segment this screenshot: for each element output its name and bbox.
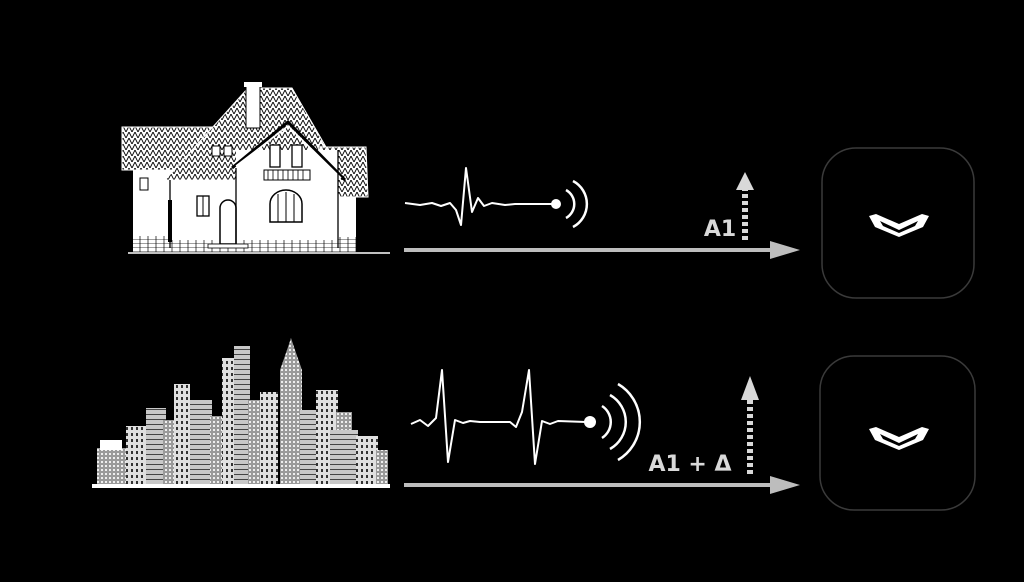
double-pulse-signal-icon <box>410 369 641 465</box>
amplitude-label-a1: A1 <box>704 217 736 242</box>
amplitude-label-a1-delta: A1 + Δ <box>648 452 731 477</box>
propagation-arrow-1 <box>404 241 800 259</box>
amplitude-arrow-a1-delta <box>741 376 759 474</box>
single-pulse-signal-icon <box>404 167 589 229</box>
house-icon <box>121 82 390 254</box>
hub-device-icon <box>819 355 976 511</box>
hub-device-icon <box>821 147 975 299</box>
amplitude-arrow-a1 <box>736 172 754 240</box>
city-skyline-icon <box>92 338 390 488</box>
propagation-arrow-2 <box>404 476 800 494</box>
